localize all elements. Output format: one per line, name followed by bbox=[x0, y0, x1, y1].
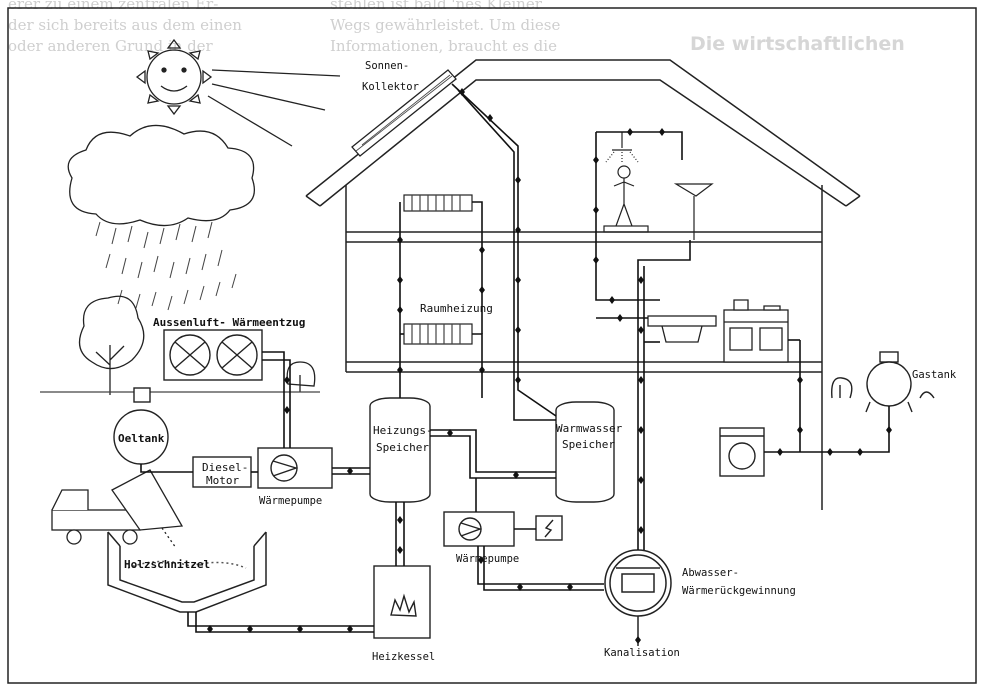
label-hot-water-1: Warmwasser bbox=[556, 422, 623, 435]
label-oil-tank: Oeltank bbox=[118, 432, 165, 445]
washing-machine-icon bbox=[719, 427, 765, 477]
label-heat-pump-1: Wärmepumpe bbox=[259, 495, 322, 507]
frame-border bbox=[7, 7, 977, 684]
background-text-middle: stehlen ist bald 'nes Kleiner Wegs gewäh… bbox=[330, 0, 561, 55]
hot-water-storage-tank bbox=[555, 401, 615, 503]
label-sewer: Kanalisation bbox=[604, 647, 680, 659]
label-diesel-1: Diesel- bbox=[202, 461, 248, 474]
waste-water-recovery bbox=[604, 549, 672, 646]
label-boiler: Heizkessel bbox=[372, 651, 435, 663]
tree-icon bbox=[40, 295, 320, 395]
radiator-lower bbox=[403, 323, 473, 345]
rain-icon bbox=[95, 221, 237, 311]
label-wood-chips: Holzschnitzel bbox=[124, 558, 210, 571]
outdoor-air-unit bbox=[163, 329, 263, 381]
shower-person-icon bbox=[603, 132, 714, 240]
flow-markers bbox=[207, 88, 892, 644]
radiator-upper bbox=[403, 194, 473, 212]
cloud-icon bbox=[67, 124, 256, 227]
background-heading-right: Die wirtschaftlichen bbox=[690, 33, 905, 55]
heat-pump-2 bbox=[443, 511, 563, 547]
label-outdoor-air: Aussenluft- Wärmeentzug bbox=[153, 316, 305, 329]
heat-pump-1 bbox=[257, 447, 333, 489]
boiler bbox=[373, 565, 431, 639]
label-solar-collector-1: Sonnen- bbox=[365, 60, 409, 72]
background-text-left: erer zu einem zentralen Er- der sich ber… bbox=[8, 0, 242, 55]
oil-tank bbox=[113, 387, 169, 465]
label-heat-pump-2: Wärmepumpe bbox=[456, 553, 519, 565]
solar-collector bbox=[351, 69, 457, 157]
label-heating-storage-2: Speicher bbox=[376, 441, 429, 454]
house-outline bbox=[305, 59, 861, 510]
label-hot-water-2: Speicher bbox=[562, 438, 615, 451]
label-waste-water-1: Abwasser- bbox=[682, 567, 739, 579]
sun-icon bbox=[135, 38, 341, 147]
label-waste-water-2: Wärmerückgewinnung bbox=[682, 585, 796, 597]
label-room-heating: Raumheizung bbox=[420, 302, 493, 315]
label-gas-tank: Gastank bbox=[912, 369, 957, 381]
label-diesel-2: Motor bbox=[206, 474, 239, 487]
diesel-motor-box bbox=[192, 456, 252, 488]
kitchen-icon bbox=[647, 299, 789, 363]
truck-icon bbox=[51, 469, 184, 549]
label-solar-collector-2: Kollektor bbox=[362, 81, 419, 93]
gas-tank-icon bbox=[831, 351, 935, 413]
label-heating-storage-1: Heizungs- bbox=[373, 424, 433, 437]
